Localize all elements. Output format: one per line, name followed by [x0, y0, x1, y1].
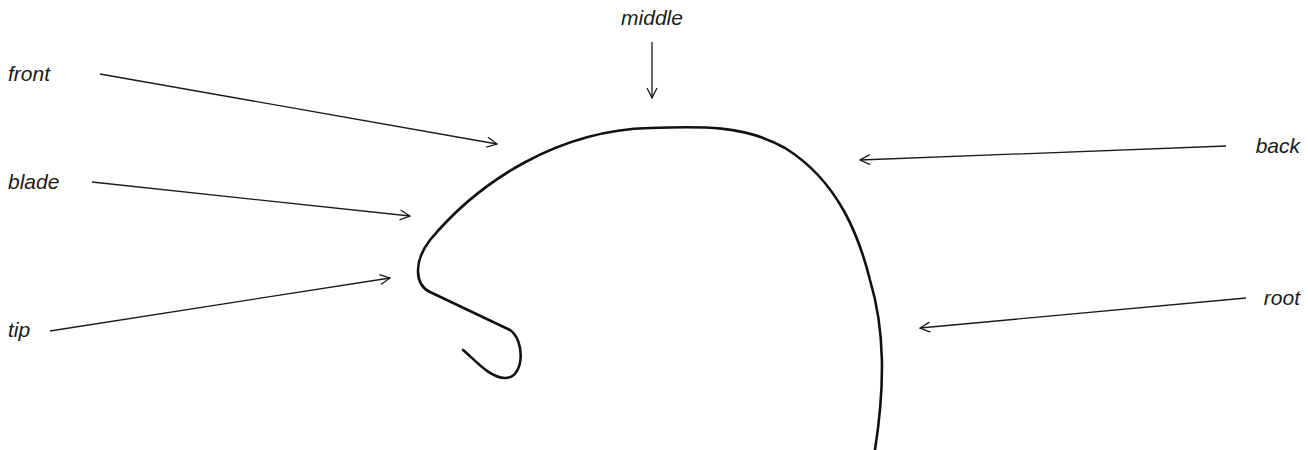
part-label: middle	[621, 6, 683, 29]
leader-line	[100, 74, 497, 144]
part-label: back	[1256, 134, 1300, 157]
leader-line	[92, 182, 410, 216]
leader-line	[651, 42, 652, 98]
leader-line	[920, 298, 1246, 328]
part-label: front	[8, 62, 50, 85]
part-label: blade	[8, 170, 59, 193]
leader-line	[860, 146, 1226, 160]
part-label: root	[1264, 286, 1300, 309]
leader-line	[50, 278, 390, 331]
tongue-outline	[418, 127, 882, 450]
part-label: tip	[8, 318, 30, 341]
